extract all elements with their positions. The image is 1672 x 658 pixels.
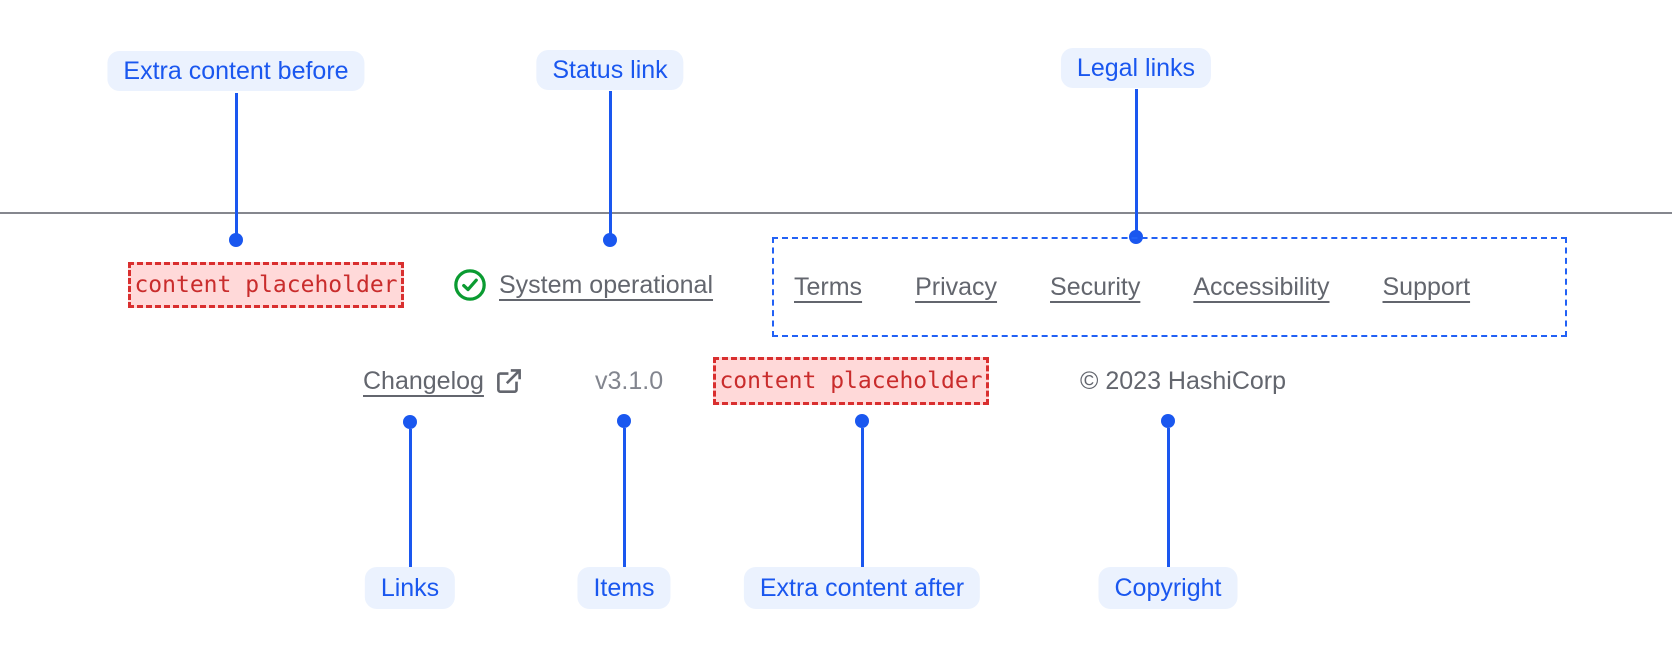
status-link[interactable]: System operational (453, 262, 713, 308)
legal-link-support[interactable]: Support (1382, 272, 1471, 301)
status-link-label[interactable]: System operational (499, 270, 714, 299)
callout-line (1166, 428, 1170, 567)
legal-links-group: Terms Privacy Security Accessibility Sup… (772, 237, 1567, 337)
changelog-link[interactable]: Changelog (363, 357, 524, 405)
callout-dot (855, 414, 869, 428)
placeholder-text: content placeholder (134, 272, 398, 298)
callout-dot (617, 414, 631, 428)
callout-dot (229, 233, 243, 247)
legal-link-terms[interactable]: Terms (794, 272, 863, 301)
callout-extra-content-before: Extra content before (107, 51, 365, 91)
callout-dot (1161, 414, 1175, 428)
callout-line (860, 428, 864, 567)
horizontal-divider (0, 212, 1672, 214)
extra-content-before-placeholder: content placeholder (128, 262, 404, 308)
external-link-icon (494, 366, 524, 396)
callout-line (1134, 89, 1138, 231)
version-label: v3.1.0 (595, 366, 664, 395)
changelog-link-label[interactable]: Changelog (363, 366, 484, 395)
callout-line (408, 429, 412, 567)
legal-link-privacy[interactable]: Privacy (915, 272, 998, 301)
copyright-label: © 2023 HashiCorp (1080, 366, 1287, 395)
callout-links: Links (364, 567, 456, 609)
callout-line (622, 428, 626, 567)
callout-extra-content-after: Extra content after (743, 567, 981, 609)
placeholder-text: content placeholder (719, 368, 983, 394)
legal-link-accessibility[interactable]: Accessibility (1193, 272, 1330, 301)
extra-content-after-placeholder: content placeholder (713, 357, 989, 405)
check-circle-icon (453, 268, 487, 302)
callout-status-link: Status link (536, 50, 684, 90)
callout-line (608, 91, 612, 234)
callout-dot (403, 415, 417, 429)
callout-line (234, 93, 238, 234)
callout-items: Items (577, 567, 671, 609)
callout-copyright: Copyright (1098, 567, 1238, 609)
version-item: v3.1.0 (595, 357, 663, 405)
callout-dot (603, 233, 617, 247)
callout-legal-links: Legal links (1060, 48, 1212, 88)
legal-link-security[interactable]: Security (1050, 272, 1141, 301)
copyright-text: © 2023 HashiCorp (1080, 357, 1286, 405)
